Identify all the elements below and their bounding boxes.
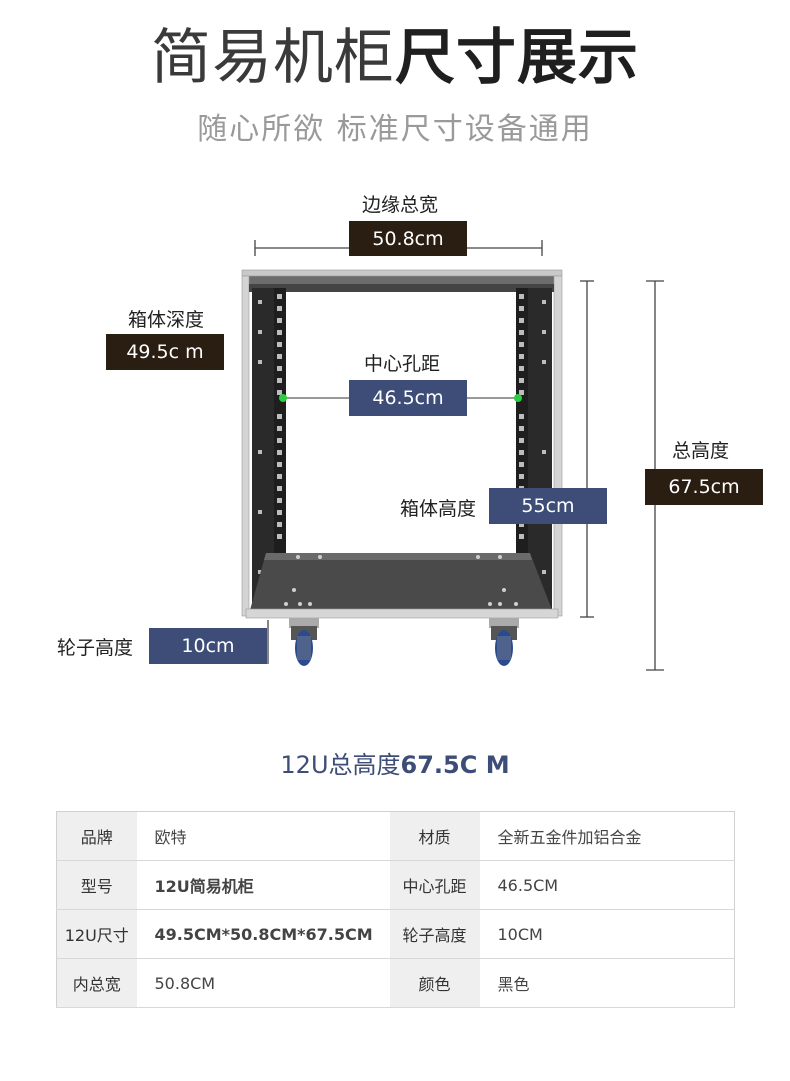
title-bold: 尺寸展示 — [395, 23, 639, 93]
wheel-height-value: 10cm — [149, 628, 267, 664]
spec-table: 品牌 欧特 材质 全新五金件加铝合金 型号 12U简易机柜 中心孔距 46.5C… — [56, 811, 735, 1008]
total-height-label: 总高度 — [672, 440, 730, 462]
spec-key: 品牌 — [56, 811, 137, 861]
spec-key: 12U尺寸 — [56, 909, 137, 959]
table-row: 内总宽 50.8CM 颜色 黑色 — [56, 958, 735, 1008]
center-hole-label: 中心孔距 — [364, 353, 441, 375]
table-row: 型号 12U简易机柜 中心孔距 46.5CM — [56, 860, 735, 910]
spec-value: 黑色 — [479, 958, 735, 1008]
total-height-value: 67.5cm — [645, 469, 763, 505]
depth-value: 49.5c m — [106, 334, 224, 370]
spec-key: 材质 — [389, 811, 480, 861]
spec-key: 型号 — [56, 860, 137, 910]
spec-value: 50.8CM — [136, 958, 390, 1008]
spec-value: 46.5CM — [479, 860, 735, 910]
spec-value: 欧特 — [136, 811, 390, 861]
spec-heading: 12U总高度67.5C M — [0, 745, 790, 780]
spec-key: 颜色 — [389, 958, 480, 1008]
spec-heading-value: 67.5C M — [400, 751, 510, 779]
total-width-value: 50.8cm — [349, 221, 467, 256]
box-height-value: 55cm — [489, 488, 607, 524]
spec-key: 中心孔距 — [389, 860, 480, 910]
spec-heading-prefix: 12U总高度 — [280, 751, 401, 779]
spec-key: 内总宽 — [56, 958, 137, 1008]
box-height-label: 箱体高度 — [400, 498, 477, 520]
table-row: 品牌 欧特 材质 全新五金件加铝合金 — [56, 811, 735, 861]
center-hole-value: 46.5cm — [349, 380, 467, 416]
page-subtitle: 随心所欲 标准尺寸设备通用 — [197, 112, 593, 147]
spec-value: 10CM — [479, 909, 735, 959]
spec-value: 49.5CM*50.8CM*67.5CM — [136, 909, 390, 959]
spec-value: 12U简易机柜 — [136, 860, 390, 910]
title-light: 简易机柜 — [151, 23, 395, 93]
table-row: 12U尺寸 49.5CM*50.8CM*67.5CM 轮子高度 10CM — [56, 909, 735, 959]
spec-key: 轮子高度 — [389, 909, 480, 959]
wheel-height-label: 轮子高度 — [57, 637, 134, 659]
spec-value: 全新五金件加铝合金 — [479, 811, 735, 861]
page-title: 简易机柜尺寸展示 — [0, 20, 790, 96]
total-width-label: 边缘总宽 — [362, 194, 439, 216]
depth-label: 箱体深度 — [128, 309, 205, 331]
